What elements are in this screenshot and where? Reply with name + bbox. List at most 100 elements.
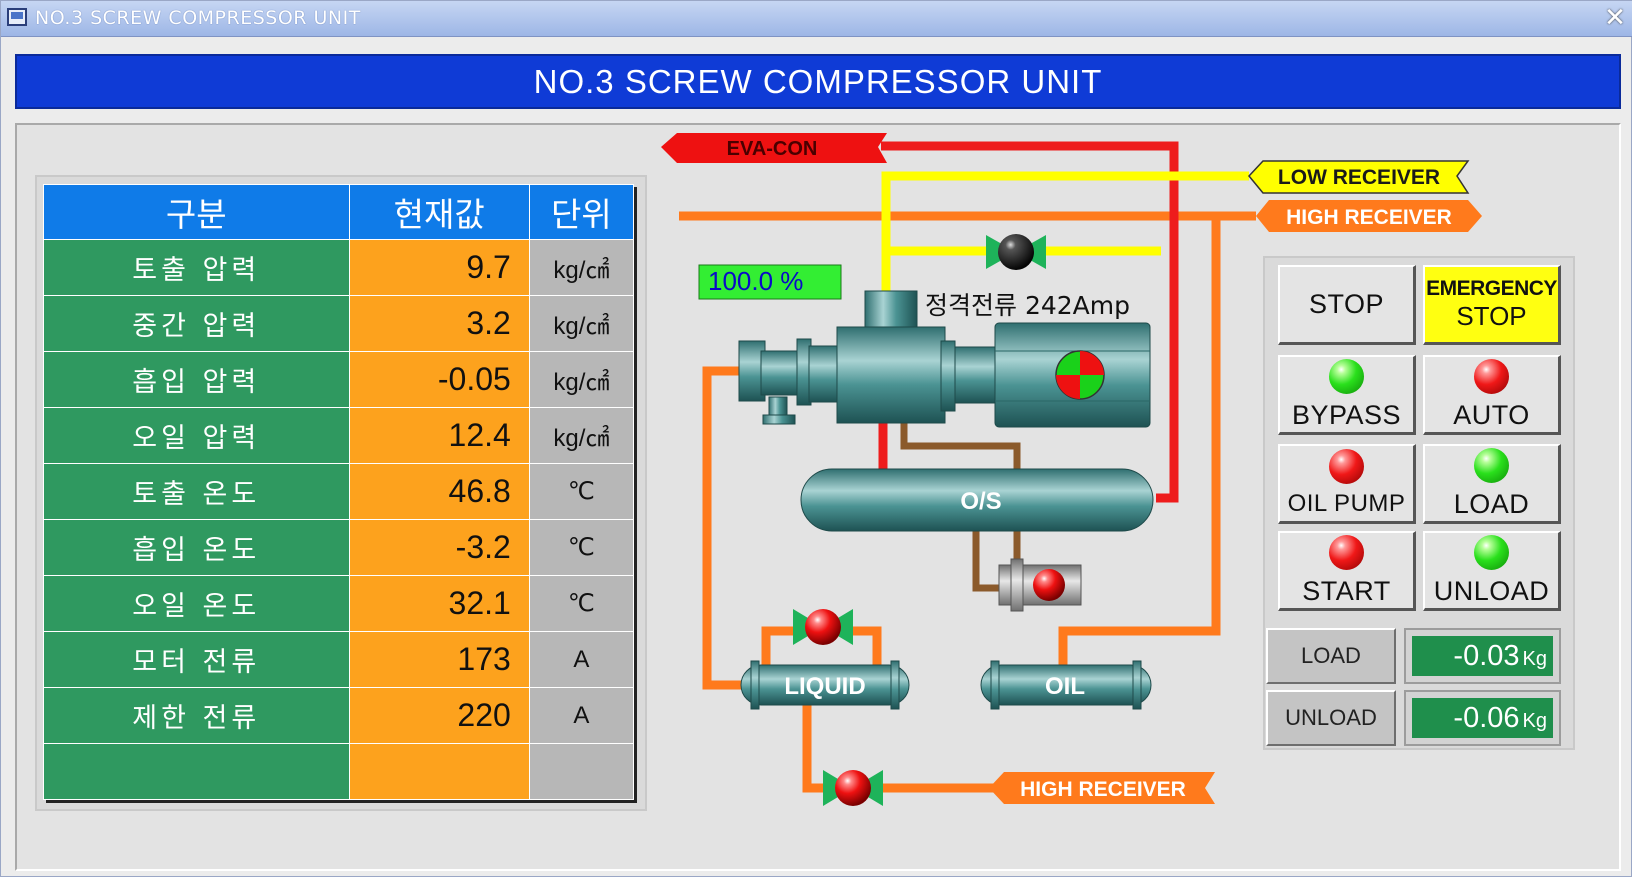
- suction-valve[interactable]: [986, 234, 1046, 270]
- screw-compressor: [738, 290, 996, 425]
- row-value: 9.7: [348, 239, 530, 296]
- liquid-valve-status-icon: [805, 609, 841, 645]
- low-receiver-label: LOW RECEIVER: [1278, 166, 1440, 189]
- stop-button[interactable]: STOP: [1278, 265, 1416, 345]
- high-receiver-bottom-label: HIGH RECEIVER: [1020, 778, 1186, 801]
- header-banner: NO.3 SCREW COMPRESSOR UNIT: [15, 54, 1621, 109]
- high-receiver-valve-status-icon: [835, 770, 871, 806]
- eva-con-label: EVA-CON: [727, 138, 818, 160]
- oil-pump: [998, 558, 1082, 612]
- row-label: 토출 온도: [43, 463, 350, 520]
- load-setpoint-field: -0.03 Kg: [1412, 636, 1553, 676]
- row-label: 흡입 압력: [43, 351, 350, 408]
- row-value: [348, 743, 530, 800]
- unload-setpoint-field: -0.06 Kg: [1412, 698, 1553, 738]
- row-unit: kg/㎠: [528, 407, 635, 464]
- start-indicator-lamp: [1329, 534, 1364, 570]
- load-setpoint-display[interactable]: -0.03 Kg: [1404, 628, 1561, 684]
- row-value: 173: [348, 631, 530, 688]
- start-button-label: START: [1302, 575, 1391, 606]
- oil-label: OIL: [1045, 673, 1085, 700]
- row-label: 흡입 온도: [43, 519, 350, 576]
- app-icon: [7, 8, 27, 26]
- table-row: 오일 온도 32.1 ℃: [43, 575, 635, 632]
- row-unit: ℃: [528, 463, 635, 520]
- row-value: 46.8: [348, 463, 530, 520]
- table-row: 모터 전류 173 A: [43, 631, 635, 688]
- oil-pump-indicator-lamp: [1329, 449, 1364, 484]
- emergency-stop-button[interactable]: EMERGENCY STOP: [1423, 265, 1561, 345]
- high-receiver-top-label: HIGH RECEIVER: [1286, 206, 1452, 229]
- bypass-button-label: BYPASS: [1291, 399, 1402, 430]
- load-button[interactable]: LOAD: [1423, 444, 1561, 524]
- row-value: 32.1: [348, 575, 530, 632]
- close-button[interactable]: ✕: [1604, 3, 1626, 33]
- row-label: 모터 전류: [43, 631, 350, 688]
- liquid-label: LIQUID: [784, 673, 865, 700]
- row-value: 3.2: [348, 295, 530, 352]
- row-value: 12.4: [348, 407, 530, 464]
- row-unit: ℃: [528, 519, 635, 576]
- table-row: 제한 전류 220 A: [43, 687, 635, 744]
- eva-con-tag: EVA-CON: [661, 133, 887, 163]
- row-label: 토출 압력: [43, 239, 350, 296]
- row-value: -3.2: [348, 519, 530, 576]
- suction-valve-status-icon: [998, 234, 1034, 270]
- load-button-label: LOAD: [1453, 488, 1530, 519]
- high-receiver-bottom-tag: HIGH RECEIVER: [989, 772, 1215, 804]
- oil-pump-status-icon: [1033, 569, 1065, 601]
- row-label: 중간 압력: [43, 295, 350, 352]
- motor-status-icon: [1055, 350, 1105, 400]
- table-row: 중간 압력 3.2 kg/㎠: [43, 295, 635, 352]
- unload-setpoint-unit: Kg: [1522, 710, 1547, 732]
- row-unit: kg/㎠: [528, 295, 635, 352]
- row-unit: kg/㎠: [528, 351, 635, 408]
- unload-setpoint-value: -0.06: [1453, 702, 1520, 734]
- page-title: NO.3 SCREW COMPRESSOR UNIT: [533, 62, 1103, 100]
- window-title: NO.3 SCREW COMPRESSOR UNIT: [35, 7, 361, 29]
- row-label: [43, 743, 350, 800]
- unload-setpoint-label: UNLOAD: [1266, 690, 1396, 746]
- table-row-empty: [43, 743, 635, 800]
- load-setpoint-label: LOAD: [1266, 628, 1396, 684]
- table-header-row: 구분 현재값 단위: [43, 184, 635, 240]
- row-label: 오일 압력: [43, 407, 350, 464]
- header-current-value: 현재값: [348, 184, 530, 240]
- auto-indicator-lamp: [1474, 358, 1509, 394]
- table-row: 토출 압력 9.7 kg/㎠: [43, 239, 635, 296]
- unload-button[interactable]: UNLOAD: [1423, 531, 1561, 611]
- load-percent-value: 100.0 %: [708, 266, 803, 296]
- load-setpoint-unit: Kg: [1522, 648, 1547, 670]
- unload-setpoint-display[interactable]: -0.06 Kg: [1404, 690, 1561, 746]
- row-unit: kg/㎠: [528, 239, 635, 296]
- load-setpoint-value: -0.03: [1453, 640, 1520, 672]
- oil-separator-vessel: O/S: [800, 468, 1154, 532]
- table-row: 흡입 온도 -3.2 ℃: [43, 519, 635, 576]
- liquid-valve[interactable]: [793, 609, 853, 645]
- start-button[interactable]: START: [1278, 531, 1416, 611]
- low-receiver-tag: LOW RECEIVER: [1248, 160, 1470, 194]
- bypass-indicator-lamp: [1329, 358, 1364, 394]
- oil-pump-button-label: OIL PUMP: [1287, 490, 1406, 517]
- title-bar: NO.3 SCREW COMPRESSOR UNIT ✕: [1, 1, 1632, 37]
- measurement-table: 구분 현재값 단위 토출 압력 9.7 kg/㎠ 중간 압력 3.2 kg/㎠ …: [43, 184, 635, 800]
- emergency-label: EMERGENCY: [1426, 277, 1557, 300]
- auto-button[interactable]: AUTO: [1423, 355, 1561, 435]
- table-row: 오일 압력 12.4 kg/㎠: [43, 407, 635, 464]
- row-unit: ℃: [528, 575, 635, 632]
- high-receiver-line: [679, 211, 1256, 793]
- oil-pump-button[interactable]: OIL PUMP: [1278, 444, 1416, 524]
- rated-current-label: 정격전류 242Amp: [925, 291, 1130, 320]
- unload-button-label: UNLOAD: [1433, 575, 1550, 606]
- bypass-button[interactable]: BYPASS: [1278, 355, 1416, 435]
- header-category: 구분: [43, 184, 350, 240]
- high-receiver-top-tag: HIGH RECEIVER: [1256, 200, 1482, 232]
- stop-button-label: STOP: [1308, 289, 1385, 319]
- high-receiver-valve[interactable]: [823, 770, 883, 806]
- low-receiver-line: [881, 171, 1249, 291]
- row-value: 220: [348, 687, 530, 744]
- row-unit: [528, 743, 635, 800]
- table-row: 흡입 압력 -0.05 kg/㎠: [43, 351, 635, 408]
- header-unit: 단위: [528, 184, 635, 240]
